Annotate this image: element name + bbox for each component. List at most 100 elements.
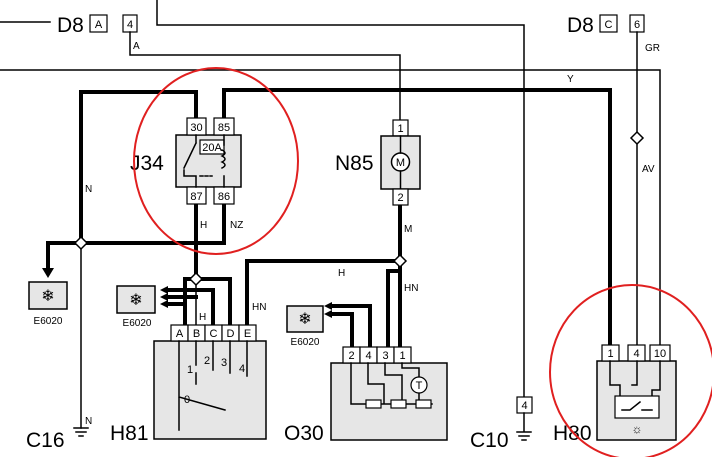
snowflake-icon: ❄ bbox=[41, 288, 54, 305]
h80-pin-10: 10 bbox=[654, 348, 666, 360]
connector-d8c: D8 C 6 bbox=[567, 14, 645, 37]
h81-code: H81 bbox=[110, 422, 149, 445]
connector-d8c-letter-box bbox=[599, 14, 618, 33]
ecu-h81-label: E6020 bbox=[123, 318, 152, 329]
connector-d8c-pin: 6 bbox=[634, 19, 640, 31]
wire-label-h-left: H bbox=[199, 312, 206, 323]
h80-pin-1: 1 bbox=[607, 348, 613, 360]
h80-switch-box bbox=[614, 395, 660, 419]
o30-resistor-2 bbox=[390, 399, 407, 409]
ecu-o30-box bbox=[286, 305, 324, 333]
relay-fuse: 20A bbox=[202, 142, 222, 154]
wire-y-to-h80-10 bbox=[0, 69, 661, 346]
h81-switch-lines bbox=[178, 340, 248, 431]
h80-pin-4: 4 bbox=[633, 348, 639, 360]
ground-c10: 4 C10 bbox=[470, 396, 533, 452]
thick-wires bbox=[46, 88, 612, 347]
h81-pin-d: D bbox=[227, 328, 235, 340]
relay-pin-87: 87 bbox=[190, 191, 202, 203]
connector-d8a-pin: 4 bbox=[127, 19, 133, 31]
ecu-h81: ❄ E6020 bbox=[116, 285, 156, 329]
wire-label-hn-left: HN bbox=[252, 302, 266, 313]
wire-label-hn-right: HN bbox=[404, 283, 418, 294]
wire-hn-to-h81-e bbox=[245, 259, 402, 327]
wire-label-n-ground: N bbox=[85, 416, 92, 427]
ecu-o30: ❄ E6020 bbox=[286, 305, 324, 348]
h81-pos-2: 2 bbox=[204, 355, 210, 367]
relay-code: J34 bbox=[130, 152, 164, 175]
arrow-left-ecu bbox=[42, 268, 54, 278]
ground-c10-pin: 4 bbox=[521, 400, 527, 412]
unit-h80: 1 4 10 ☼ H80 bbox=[553, 344, 677, 445]
arrow-h81-ecu-3 bbox=[160, 300, 168, 308]
ecu-o30-label: E6020 bbox=[291, 337, 320, 348]
relay-pin-85: 85 bbox=[218, 122, 230, 134]
wire-ecu-to-o30-2 bbox=[330, 312, 354, 347]
ground-c16-label: C16 bbox=[26, 429, 65, 452]
arrow-h81-ecu-1 bbox=[160, 286, 168, 294]
h81-pin-c: C bbox=[210, 328, 218, 340]
o30-pin-1: 1 bbox=[399, 350, 405, 362]
wire-label-a: A bbox=[133, 41, 140, 52]
unit-h81: A B C D E 1 2 3 4 0 H81 bbox=[110, 324, 267, 445]
ecu-left: ❄ E6020 bbox=[28, 281, 68, 327]
o30-code: O30 bbox=[284, 422, 324, 445]
motor-n85: N85 1 M 2 bbox=[335, 119, 421, 206]
h80-code: H80 bbox=[553, 422, 592, 445]
motor-symbol: M bbox=[396, 157, 405, 169]
unit-o30: 2 4 3 1 T O30 bbox=[284, 346, 448, 445]
junction-nodes bbox=[73, 130, 645, 287]
motor-pin-2-box bbox=[392, 188, 409, 206]
node-motor bbox=[392, 253, 408, 269]
relay-j34: J34 30 85 87 86 20A bbox=[130, 117, 242, 205]
h80-internal-lines bbox=[609, 360, 661, 401]
o30-resistor-3 bbox=[415, 399, 432, 409]
ground-c10-icon bbox=[516, 412, 532, 441]
o30-sensor-symbol: T bbox=[416, 380, 423, 392]
arrow-h81-ecu-2 bbox=[160, 293, 168, 301]
connector-d8c-letter: C bbox=[605, 19, 613, 31]
ground-c16-icon bbox=[73, 427, 89, 437]
snowflake-icon: ❄ bbox=[298, 311, 311, 328]
sun-icon: ☼ bbox=[632, 422, 643, 436]
connector-d8a-letter: A bbox=[95, 19, 103, 31]
connector-d8a-code: D8 bbox=[57, 14, 84, 37]
wire-label-h-mid: H bbox=[338, 268, 345, 279]
motor-code: N85 bbox=[335, 152, 374, 175]
ground-c16: C16 bbox=[26, 427, 89, 452]
node-left bbox=[73, 235, 89, 251]
o30-pin-4: 4 bbox=[365, 350, 371, 362]
wire-ecu-to-o30-4 bbox=[330, 304, 372, 347]
node-av bbox=[629, 130, 645, 146]
ecu-h81-box bbox=[116, 285, 156, 314]
wire-label-y: Y bbox=[567, 74, 574, 85]
connector-d8a: D8 A 4 bbox=[57, 14, 138, 37]
wire-label-av: AV bbox=[642, 164, 655, 175]
snowflake-icon: ❄ bbox=[129, 292, 142, 309]
connector-d8c-code: D8 bbox=[567, 14, 594, 37]
o30-pin-2: 2 bbox=[348, 350, 354, 362]
wire-ecu-to-h81-c bbox=[166, 288, 215, 327]
wire-relay-86-nz bbox=[85, 199, 226, 245]
o30-resistor-1 bbox=[365, 399, 382, 409]
wire-label-gr: GR bbox=[645, 43, 660, 54]
h81-pin-e: E bbox=[244, 328, 251, 340]
ecu-left-box bbox=[28, 281, 68, 310]
h81-pin-b: B bbox=[193, 328, 200, 340]
h81-pos-0: 0 bbox=[184, 394, 190, 406]
h81-pos-3: 3 bbox=[221, 357, 227, 369]
wire-label-m: M bbox=[404, 224, 412, 235]
arrow-o30-ecu-2 bbox=[324, 310, 332, 318]
relay-pin-30: 30 bbox=[190, 122, 202, 134]
wire-h81-d bbox=[194, 277, 232, 327]
node-h81 bbox=[188, 271, 204, 287]
o30-pin-3: 3 bbox=[382, 350, 388, 362]
h81-pin-a: A bbox=[176, 328, 184, 340]
arrow-o30-ecu-1 bbox=[324, 302, 332, 310]
wire-labels: A GR Y AV N N H NZ M HN H HN H bbox=[85, 41, 660, 427]
thin-wires bbox=[0, 0, 661, 429]
ecu-arrows bbox=[42, 268, 332, 318]
highlight-unit-h80 bbox=[549, 284, 712, 457]
motor-pin-1: 1 bbox=[397, 123, 403, 135]
